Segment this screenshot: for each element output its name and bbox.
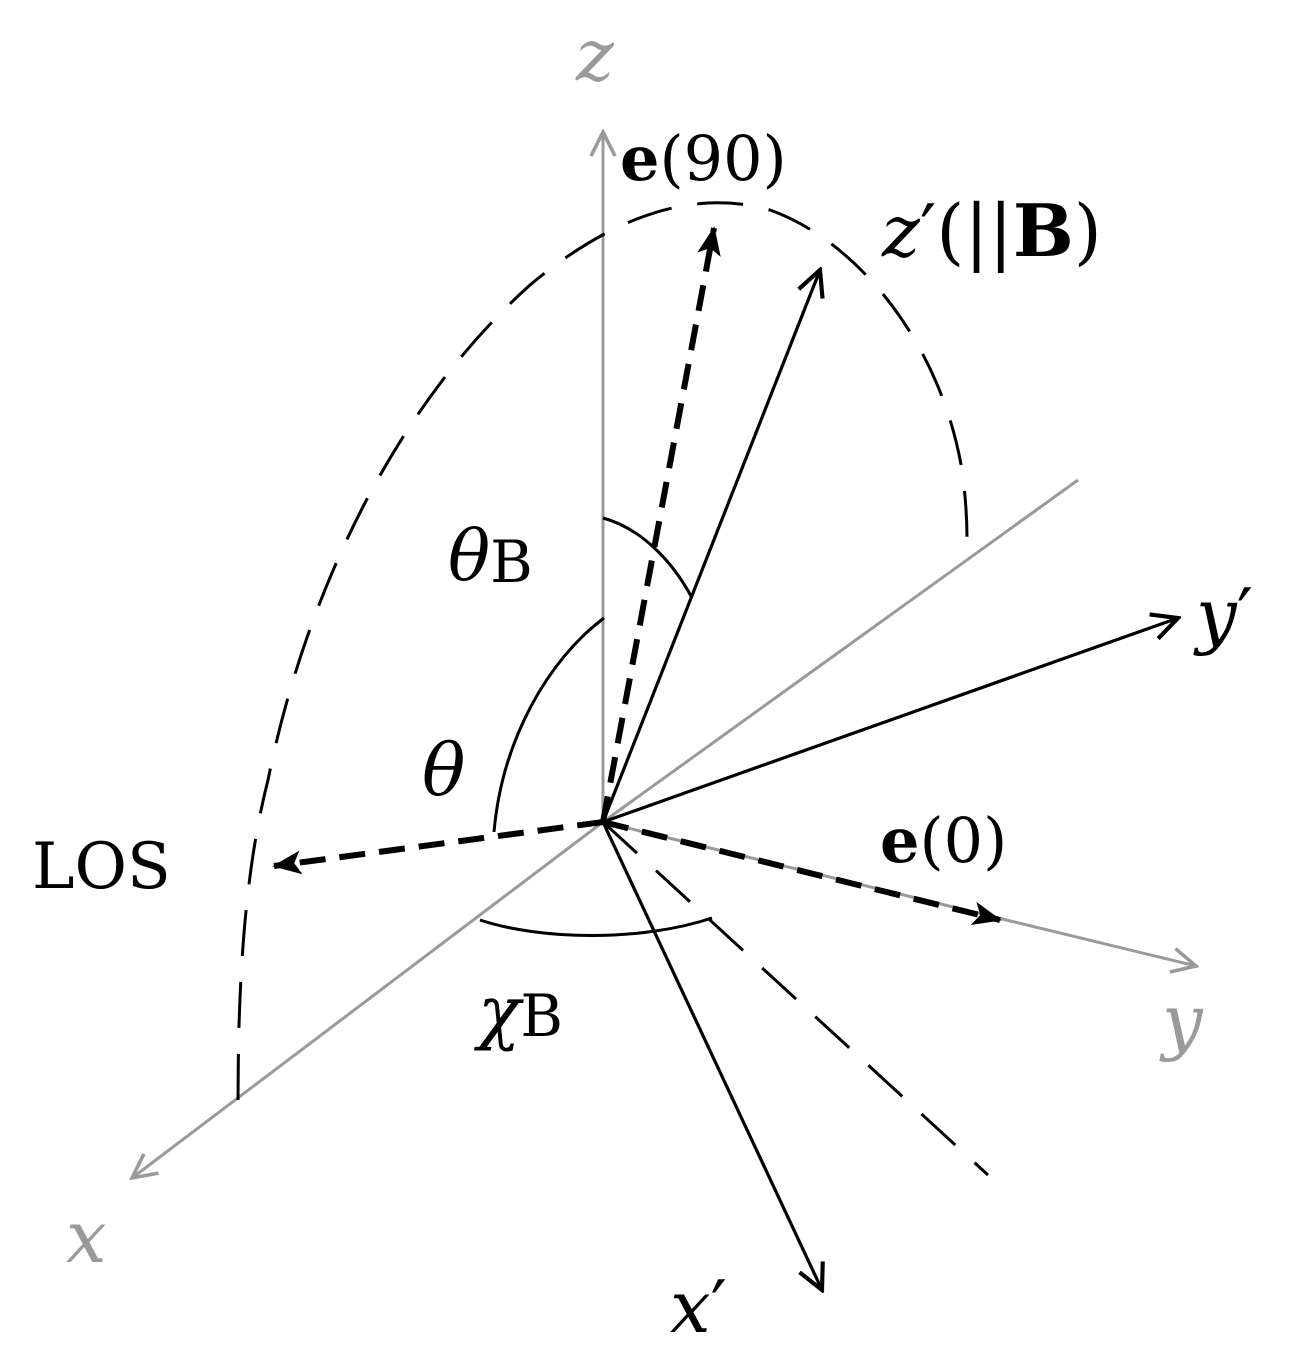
dashed-vectors bbox=[272, 226, 1002, 926]
theta-b-arc bbox=[602, 516, 694, 599]
chi-b-arc bbox=[479, 916, 713, 937]
guide-curves bbox=[236, 201, 990, 1177]
theta-arc bbox=[492, 616, 605, 833]
los-vector bbox=[272, 819, 604, 875]
x-axis bbox=[132, 820, 604, 1178]
e90-vector bbox=[600, 226, 721, 823]
field-frame bbox=[601, 270, 1178, 1290]
e0-label: e(0) bbox=[880, 804, 1007, 877]
e0-vector bbox=[602, 819, 1002, 926]
yprime-axis bbox=[602, 618, 1178, 824]
angle-arcs bbox=[479, 516, 713, 937]
theta-label: θ bbox=[422, 728, 465, 812]
reference-axes bbox=[132, 132, 1196, 1178]
y-axis-label: y bbox=[1159, 979, 1204, 1063]
zprime-axis bbox=[601, 270, 820, 823]
chi-b-label: χB bbox=[473, 971, 563, 1053]
y-axis-back-extension bbox=[602, 478, 1079, 824]
e90-label: e(90) bbox=[620, 122, 787, 195]
zprime-label: z′(||B) bbox=[881, 188, 1102, 273]
labels: z x y e(90) z′(||B) θB θ y′ LOS e(0) χB … bbox=[32, 13, 1253, 1349]
xprime-projection-dashed bbox=[601, 820, 990, 1177]
xprime-label: x′ bbox=[670, 1265, 727, 1349]
yprime-label: y′ bbox=[1193, 573, 1253, 657]
los-z-plane-arc bbox=[236, 201, 969, 1101]
x-axis-label: x bbox=[66, 1195, 107, 1279]
z-axis-label: z bbox=[575, 13, 615, 97]
los-label: LOS bbox=[32, 830, 171, 904]
xprime-axis bbox=[601, 821, 822, 1290]
theta-b-label: θB bbox=[448, 515, 533, 597]
